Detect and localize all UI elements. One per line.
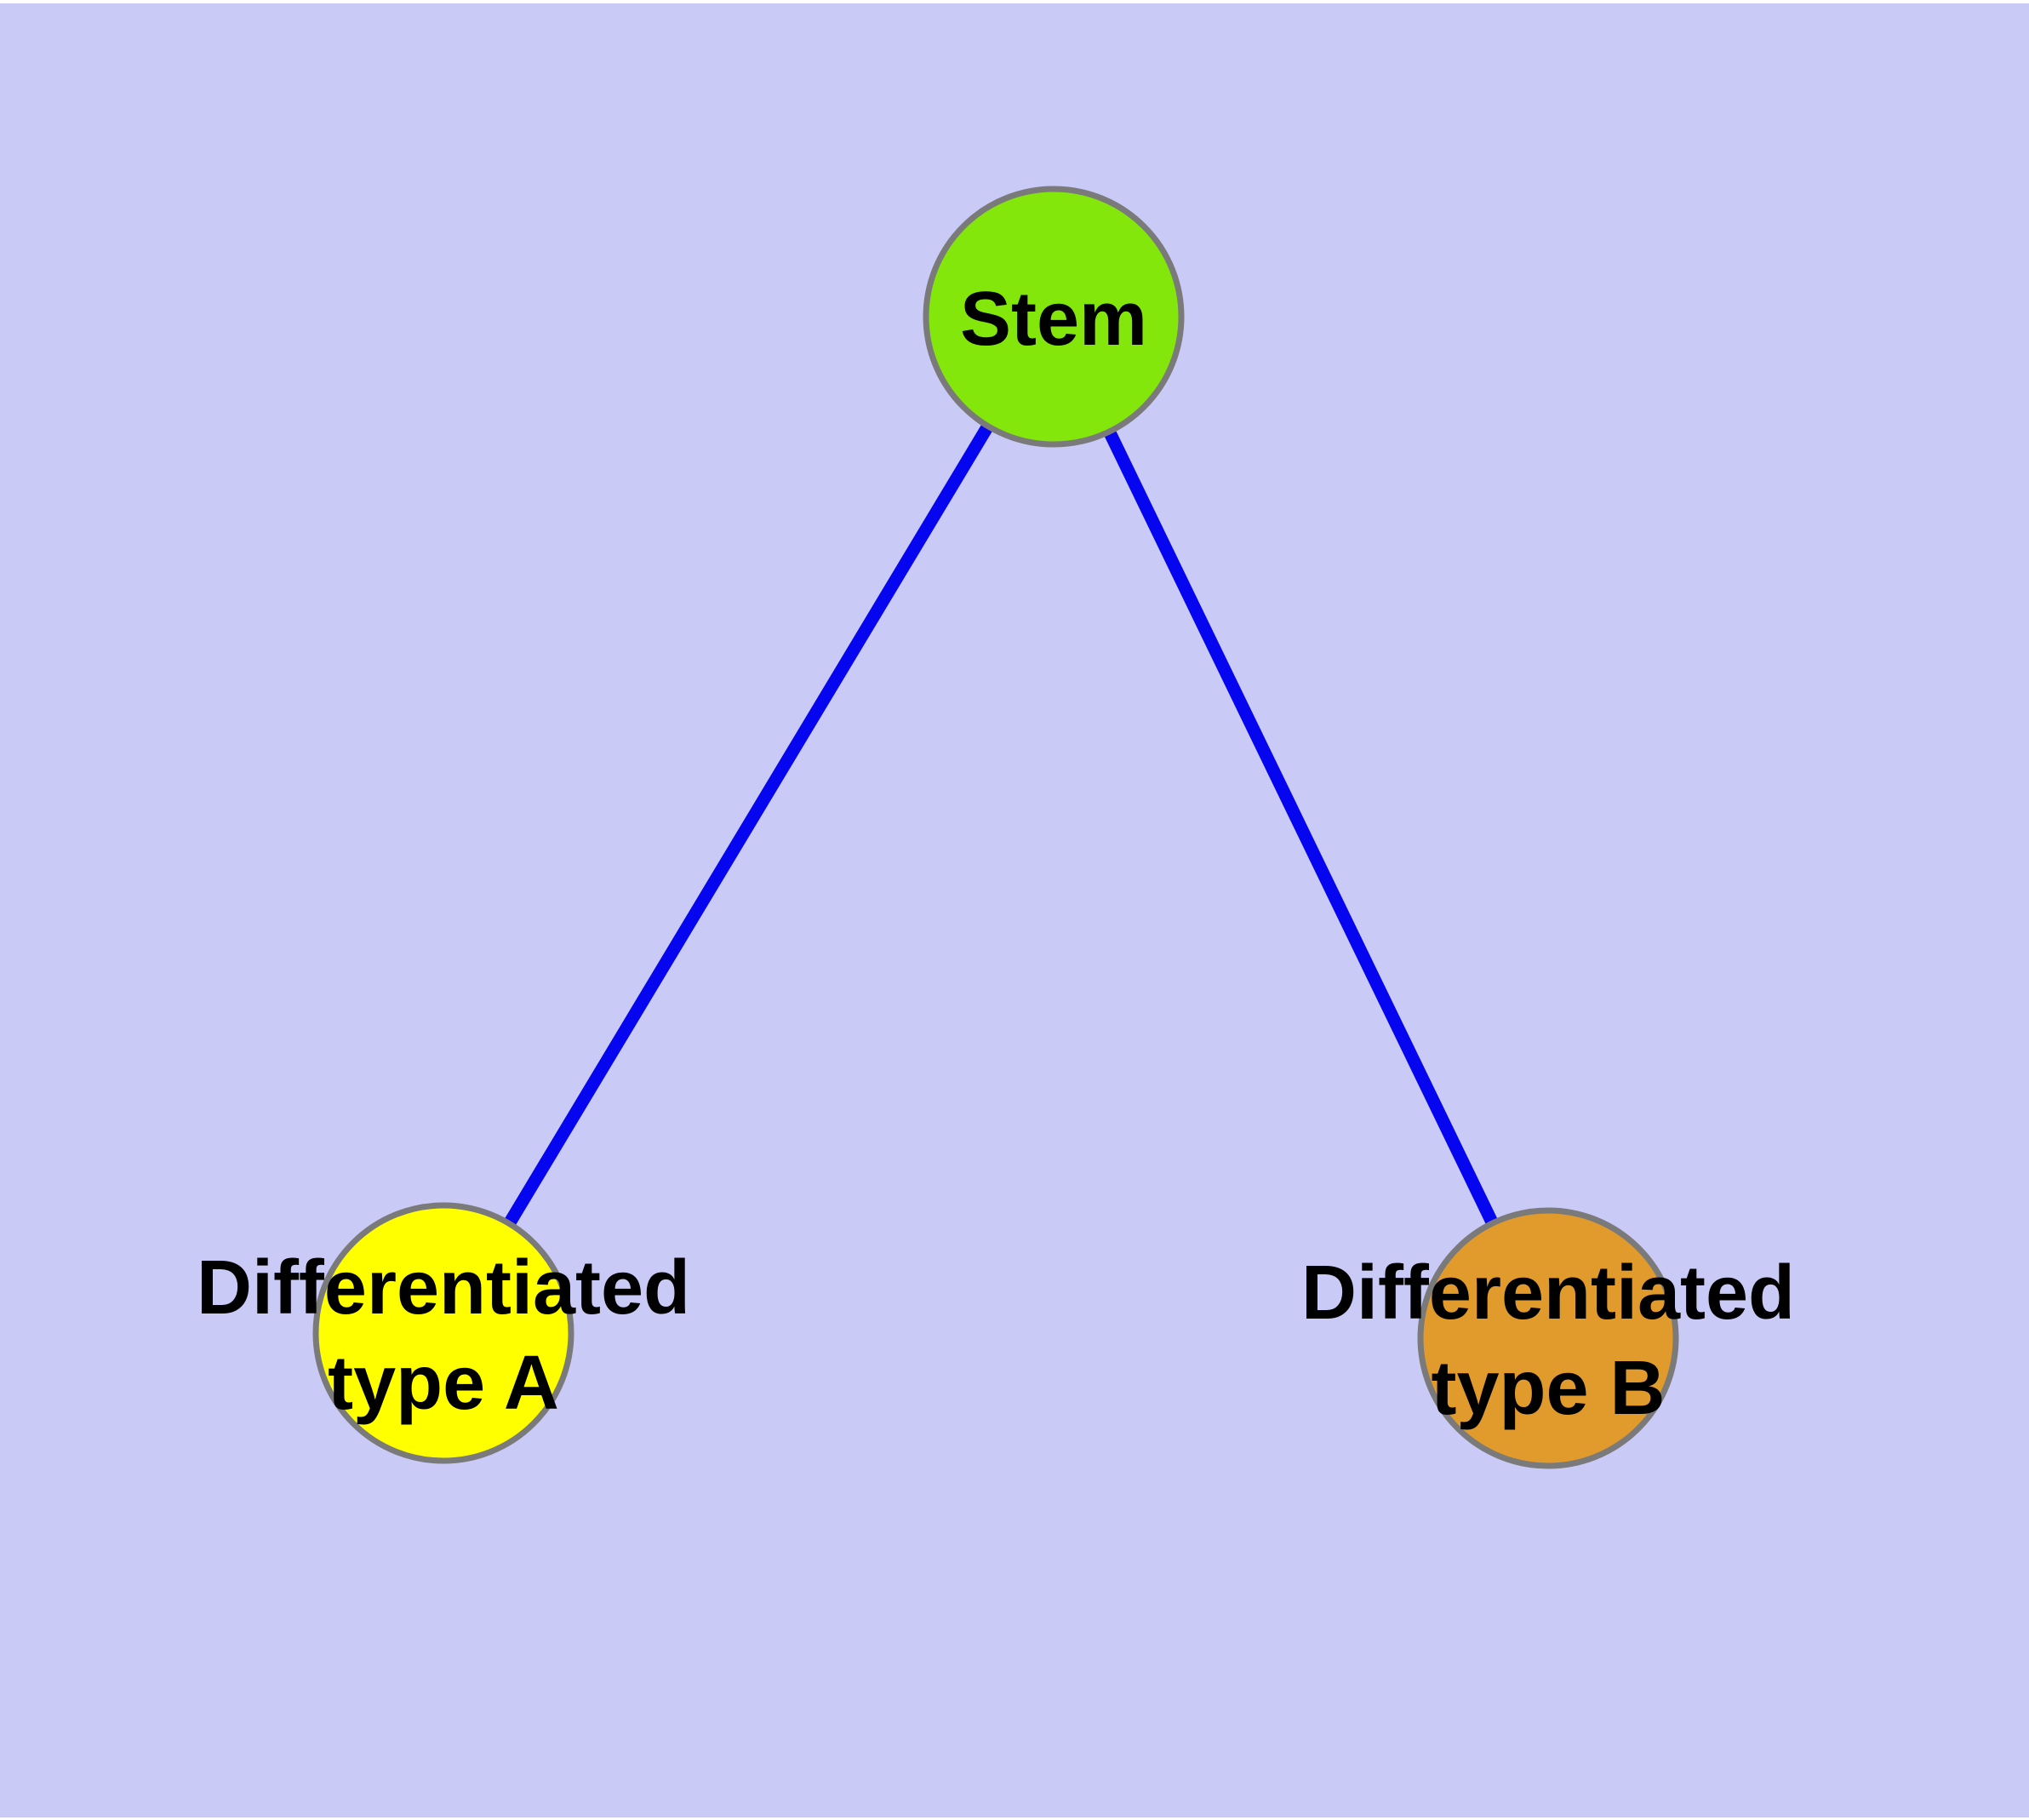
node-label-line: Differentiated: [197, 1245, 690, 1331]
node-label-line: type B: [1431, 1346, 1665, 1431]
node-label-differentiated-type-a: Differentiated type A: [197, 1245, 690, 1426]
nodes-layer: [312, 186, 1679, 1469]
node-label-line: type A: [328, 1341, 559, 1426]
node-label-line: Differentiated: [1301, 1251, 1795, 1336]
edge-stem-to-differentiated-type-b: [1048, 313, 1554, 1342]
node-differentiated-type-b: [1417, 1207, 1679, 1469]
node-label-line: Stem: [960, 277, 1147, 362]
node-stem: [923, 186, 1185, 448]
node-label-stem: Stem: [960, 277, 1147, 362]
edge-stem-to-differentiated-type-a: [437, 313, 1060, 1336]
edges-layer: [437, 313, 1554, 1342]
node-differentiated-type-a: [312, 1202, 574, 1464]
node-label-differentiated-type-b: Differentiated type B: [1301, 1251, 1795, 1431]
